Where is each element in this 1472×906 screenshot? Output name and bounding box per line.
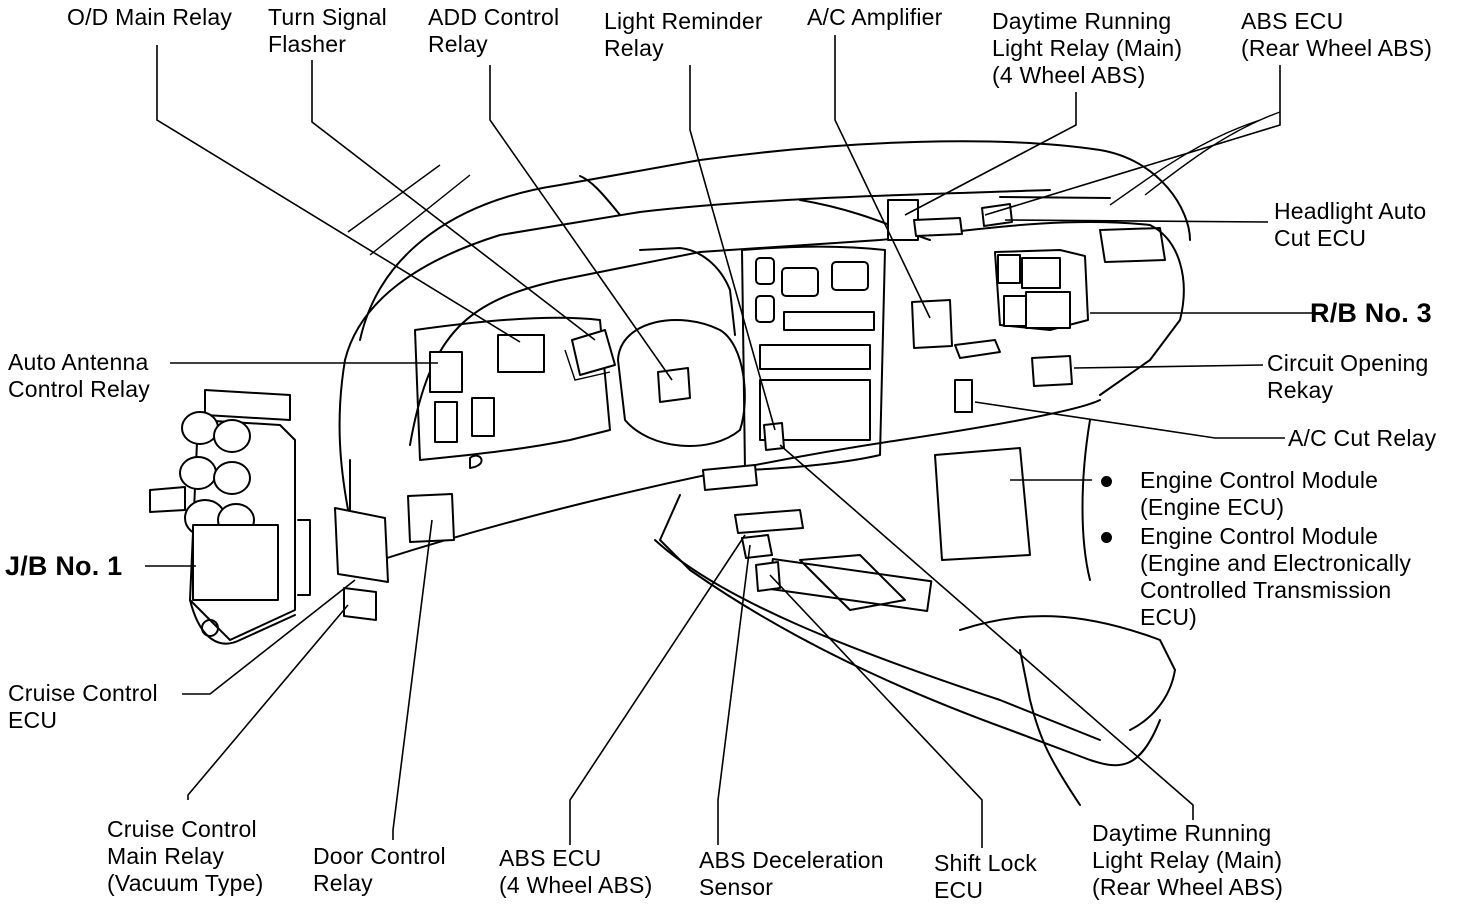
label-abs-ecu-rear: ABS ECU (Rear Wheel ABS) bbox=[1241, 8, 1433, 61]
label-cruise-control-ecu: Cruise Control ECU bbox=[8, 680, 158, 733]
jb-no1-junction-block bbox=[149, 389, 311, 645]
instrument-cluster bbox=[414, 245, 886, 471]
bullet-ecm-engine-ect bbox=[1101, 532, 1112, 543]
label-auto-antenna-relay: Auto Antenna Control Relay bbox=[8, 349, 150, 402]
label-drl-relay-rear: Daytime Running Light Relay (Main) (Rear… bbox=[1092, 820, 1284, 900]
label-add-control-relay: ADD Control Relay bbox=[428, 4, 560, 57]
label-circuit-opening-relay: Circuit Opening Rekay bbox=[1267, 350, 1429, 403]
label-abs-ecu-4w: ABS ECU (4 Wheel ABS) bbox=[499, 845, 653, 898]
label-rb-no3: R/B No. 3 bbox=[1310, 298, 1432, 328]
label-turn-signal-flasher: Turn Signal Flasher bbox=[268, 4, 387, 57]
label-abs-decel-sensor: ABS Deceleration Sensor bbox=[699, 847, 884, 900]
label-shift-lock-ecu: Shift Lock ECU bbox=[934, 850, 1037, 903]
label-jb-no1: J/B No. 1 bbox=[5, 551, 123, 581]
label-headlight-auto-cut-ecu: Headlight Auto Cut ECU bbox=[1274, 198, 1427, 251]
label-door-control-relay: Door Control Relay bbox=[313, 843, 446, 896]
leader-lines bbox=[145, 35, 1312, 848]
bullet-ecm-engine-ecu bbox=[1101, 476, 1112, 487]
center-console bbox=[654, 494, 1176, 806]
label-ac-amplifier: A/C Amplifier bbox=[807, 4, 943, 30]
relay-components bbox=[334, 199, 1166, 621]
label-ecm-engine-ect: Engine Control Module (Engine and Electr… bbox=[1140, 523, 1412, 630]
label-drl-relay-4wabs: Daytime Running Light Relay (Main) (4 Wh… bbox=[992, 8, 1183, 88]
label-light-reminder-relay: Light Reminder Relay bbox=[604, 8, 763, 61]
label-ac-cut-relay: A/C Cut Relay bbox=[1288, 425, 1437, 451]
label-cruise-main-relay: Cruise Control Main Relay (Vacuum Type) bbox=[107, 816, 264, 896]
label-ecm-engine-ecu: Engine Control Module (Engine ECU) bbox=[1140, 467, 1379, 520]
label-od-main-relay: O/D Main Relay bbox=[67, 4, 233, 30]
